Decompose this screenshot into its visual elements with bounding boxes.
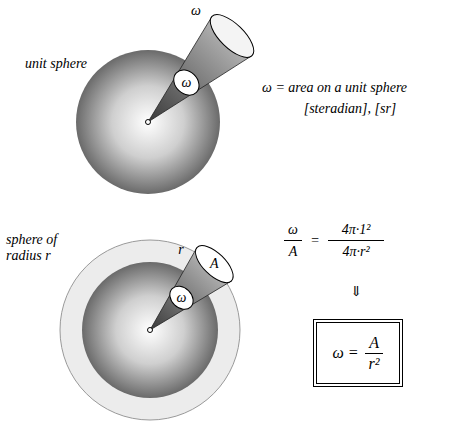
unit-area-patch [169,65,204,100]
cone-end [204,8,261,64]
outer-sphere [60,240,240,420]
implies-arrow: ⇓ [350,284,362,300]
fraction-bar [284,240,302,241]
equals-sign: = [310,233,319,249]
formula-left: ω = [332,344,358,362]
definition: ω = area on a unit sphere [262,80,407,96]
numerator: 4π·1² [342,222,371,238]
sphere-caption: unit sphere [25,56,87,72]
center-point [148,328,153,333]
radius-label: r [178,242,183,258]
unit-area-patch [165,282,198,314]
area-label: A [210,256,219,272]
fraction: Ar² [365,334,384,373]
formula-box: ω = Ar² [316,322,400,384]
angle-symbol: ω [181,75,191,91]
center-point [146,120,151,125]
sphere-caption: sphere of radius r [6,232,70,264]
denominator: 4π·r² [342,244,369,260]
angle-symbol: ω [191,3,201,19]
denominator: A [289,244,298,260]
angle-symbol: ω [177,290,187,306]
numerator: A [365,334,383,354]
area-patch [189,239,239,288]
fraction-bar [328,240,384,241]
denominator: r² [365,354,384,373]
numerator: ω [288,222,298,238]
unit-name: [steradian], [sr] [304,101,397,117]
